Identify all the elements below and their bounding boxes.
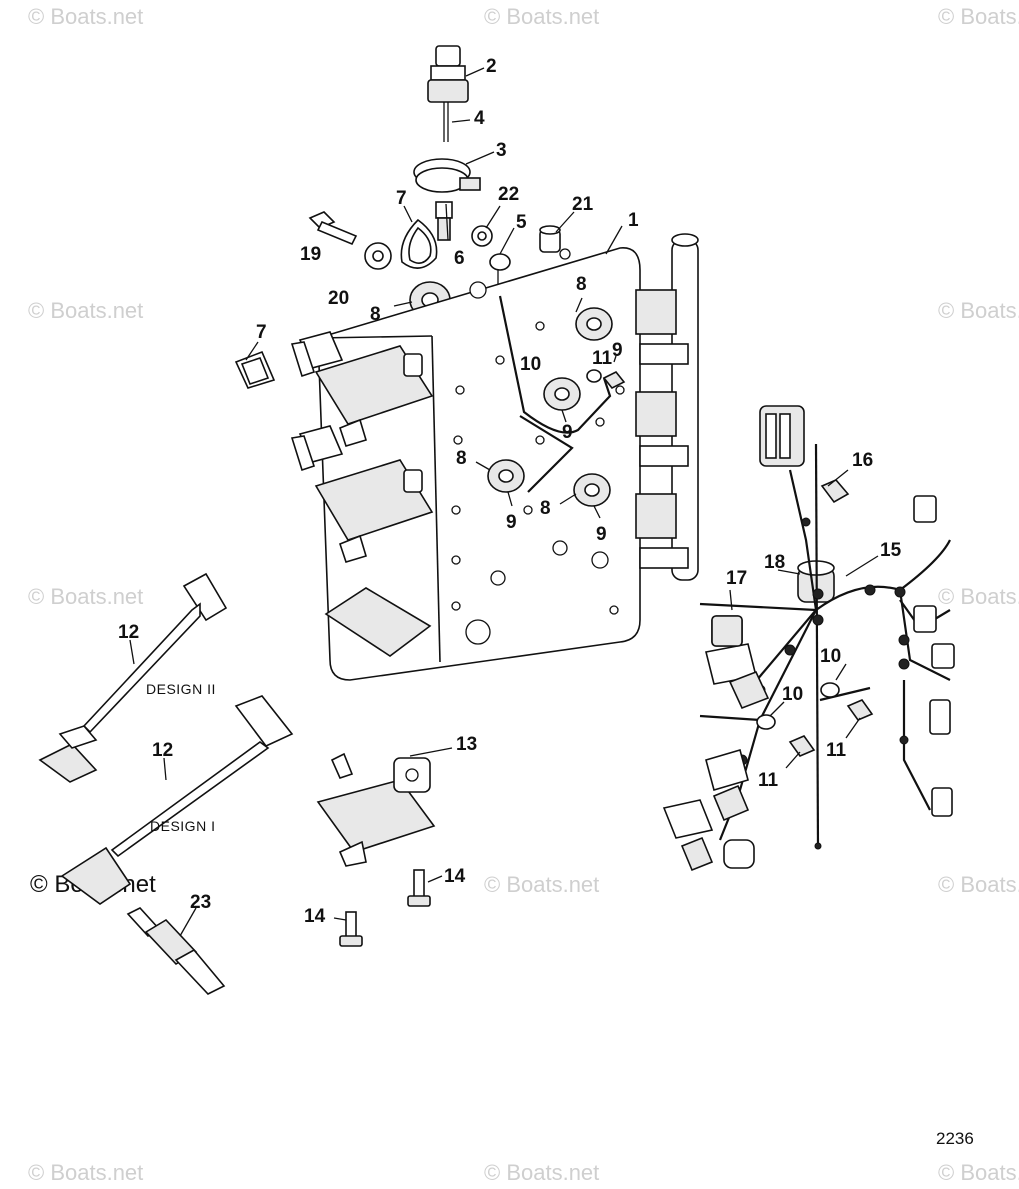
callout-labels: 1 2 3 4 5 6 7 7 8 8 8 8 9 9 9 9 10 10 10… (118, 56, 902, 927)
callout-19: 19 (300, 244, 321, 265)
callout-12: 12 (152, 740, 173, 761)
part-23-spark-plug[interactable] (126, 907, 226, 995)
callout-3: 3 (496, 140, 507, 161)
watermark: © Boats.net (484, 1160, 599, 1185)
part-11-bolt-plate[interactable] (602, 370, 626, 390)
part-14-bolt-right[interactable] (407, 869, 431, 907)
callout-12: 12 (118, 622, 139, 643)
callout-9: 9 (596, 524, 607, 545)
part-22-washer[interactable] (471, 225, 493, 247)
design-i-label: DESIGN I (150, 818, 215, 834)
connector-block[interactable] (635, 233, 699, 581)
part-16-connector[interactable] (759, 405, 805, 467)
part-9-grommet-plate[interactable] (543, 377, 581, 411)
callout-8: 8 (456, 448, 467, 469)
callout-17: 17 (726, 568, 747, 589)
watermark: © Boats.net (28, 1160, 143, 1185)
part-14-bolt-left[interactable] (339, 911, 363, 947)
callout-8: 8 (370, 304, 381, 325)
watermark: © Boats.net (28, 298, 143, 323)
watermark: © Boats.net (28, 4, 143, 29)
leader-lines (129, 67, 879, 937)
callout-1: 1 (628, 210, 639, 231)
callout-11: 11 (826, 740, 847, 761)
part-10-washer-harness-right[interactable] (820, 682, 840, 698)
callout-11: 11 (592, 348, 613, 369)
part-12-lead-design-ii[interactable] (38, 572, 228, 783)
part-7-gasket[interactable] (400, 218, 438, 269)
part-11-bolt-harness-left[interactable] (788, 735, 816, 757)
callout-9: 9 (612, 340, 623, 361)
part-8-grommet-lower-right[interactable] (573, 473, 611, 507)
watermark: © Boats.net (938, 872, 1019, 897)
part-20-washer[interactable] (364, 242, 392, 270)
callout-16: 16 (852, 450, 873, 471)
part-3-clamp[interactable] (413, 158, 481, 193)
part-2-sensor[interactable] (427, 45, 469, 142)
callout-14: 14 (444, 866, 466, 887)
callout-13: 13 (456, 734, 477, 755)
callout-7: 7 (256, 322, 267, 343)
callout-21: 21 (572, 194, 594, 215)
figure-number: 2236 (936, 1129, 974, 1148)
callout-11: 11 (758, 770, 779, 791)
ground-wire-lower (519, 415, 574, 493)
part-8-grommet-plate[interactable] (575, 307, 613, 341)
ignition-coil-upper[interactable] (290, 331, 434, 447)
callout-8: 8 (540, 498, 551, 519)
callout-5: 5 (516, 212, 527, 233)
design-ii-label: DESIGN II (146, 681, 216, 697)
callout-23: 23 (190, 892, 211, 913)
part-10-washer-harness-left[interactable] (756, 714, 776, 730)
callout-10: 10 (520, 354, 541, 375)
part-13-ignition-coil[interactable] (316, 752, 436, 867)
watermark: © Boats.net (938, 298, 1019, 323)
part-6-fitting[interactable] (435, 201, 453, 241)
harness-connectors[interactable] (662, 495, 955, 872)
callout-18: 18 (764, 552, 785, 573)
part-11-bolt-harness-right[interactable] (846, 699, 874, 721)
part-10-washer-plate[interactable] (586, 369, 602, 383)
callout-4: 4 (474, 108, 485, 129)
part-8-grommet-lower-left[interactable] (487, 459, 525, 493)
part-7-gasket-left[interactable] (234, 350, 276, 389)
watermark: © Boats.net (938, 1160, 1019, 1185)
callout-10: 10 (820, 646, 841, 667)
watermark: © Boats.net (938, 4, 1019, 29)
part-19-bolt[interactable] (308, 211, 358, 246)
callout-9: 9 (562, 422, 573, 443)
callout-8: 8 (576, 274, 587, 295)
callout-6: 6 (454, 248, 465, 269)
callout-14: 14 (304, 906, 326, 927)
watermark: © Boats.net (484, 4, 599, 29)
part-17-connector[interactable] (711, 615, 743, 647)
callout-10: 10 (782, 684, 803, 705)
watermark: © Boats.net (28, 584, 143, 609)
callout-20: 20 (328, 288, 349, 309)
ignition-coil-lower[interactable] (290, 425, 434, 563)
part-12-lead-design-i[interactable] (60, 695, 294, 905)
callout-7: 7 (396, 188, 407, 209)
callout-22: 22 (498, 184, 519, 205)
ground-wire (498, 295, 612, 434)
callout-15: 15 (880, 540, 902, 561)
callout-9: 9 (506, 512, 517, 533)
part-21-bushing[interactable] (539, 225, 561, 253)
part-16-clip[interactable] (820, 479, 850, 504)
callout-2: 2 (486, 56, 497, 77)
watermark: © Boats.net (938, 584, 1019, 609)
watermark: © Boats.net (484, 872, 599, 897)
